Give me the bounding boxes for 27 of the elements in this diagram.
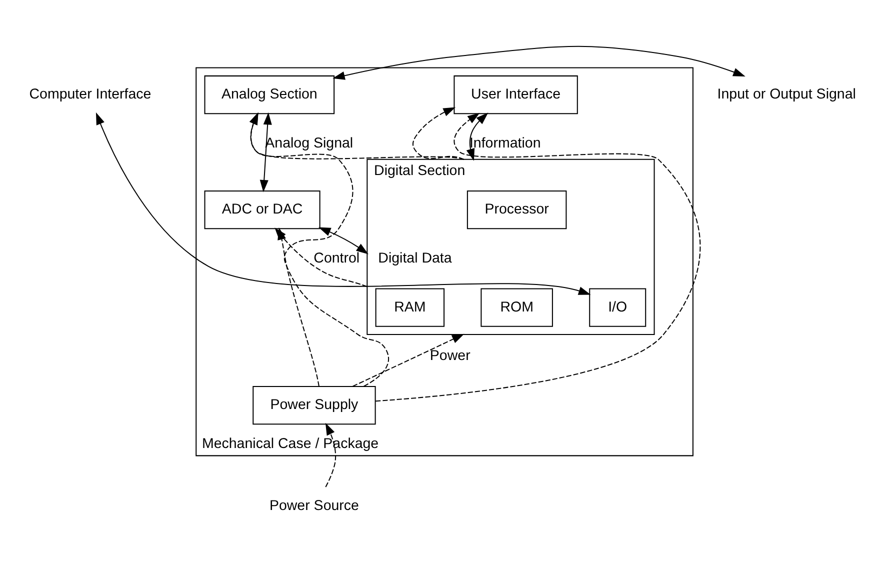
- node-box: User Interface: [454, 75, 578, 114]
- node-box: ADC or DAC: [204, 190, 320, 230]
- edge-label: Power: [430, 348, 470, 364]
- node-box: ROM: [480, 288, 553, 327]
- arrow: [250, 112, 390, 387]
- node-box: RAM: [375, 288, 445, 327]
- arrow: [412, 107, 464, 160]
- node-box: Analog Section: [204, 75, 335, 114]
- arrow: [249, 112, 464, 160]
- arrow: [96, 112, 591, 295]
- edge-label: Information: [469, 135, 541, 152]
- node-text: Input or Output Signal: [717, 86, 856, 103]
- arrow: [260, 112, 272, 192]
- edge-label: Digital Data: [378, 250, 452, 266]
- node-box: Power Supply: [252, 386, 376, 425]
- arrow: [466, 112, 488, 161]
- arrow: [318, 227, 368, 254]
- node-box: I/O: [589, 288, 646, 327]
- arrow: [325, 422, 336, 488]
- node-text: Power Source: [269, 498, 359, 514]
- arrow: [332, 46, 746, 80]
- node-box: Processor: [466, 190, 567, 230]
- arrow: [278, 228, 320, 386]
- node-text: Computer Interface: [29, 86, 152, 103]
- arrow: [352, 334, 464, 387]
- arrow: [376, 112, 701, 402]
- edge-label: Control: [314, 250, 360, 266]
